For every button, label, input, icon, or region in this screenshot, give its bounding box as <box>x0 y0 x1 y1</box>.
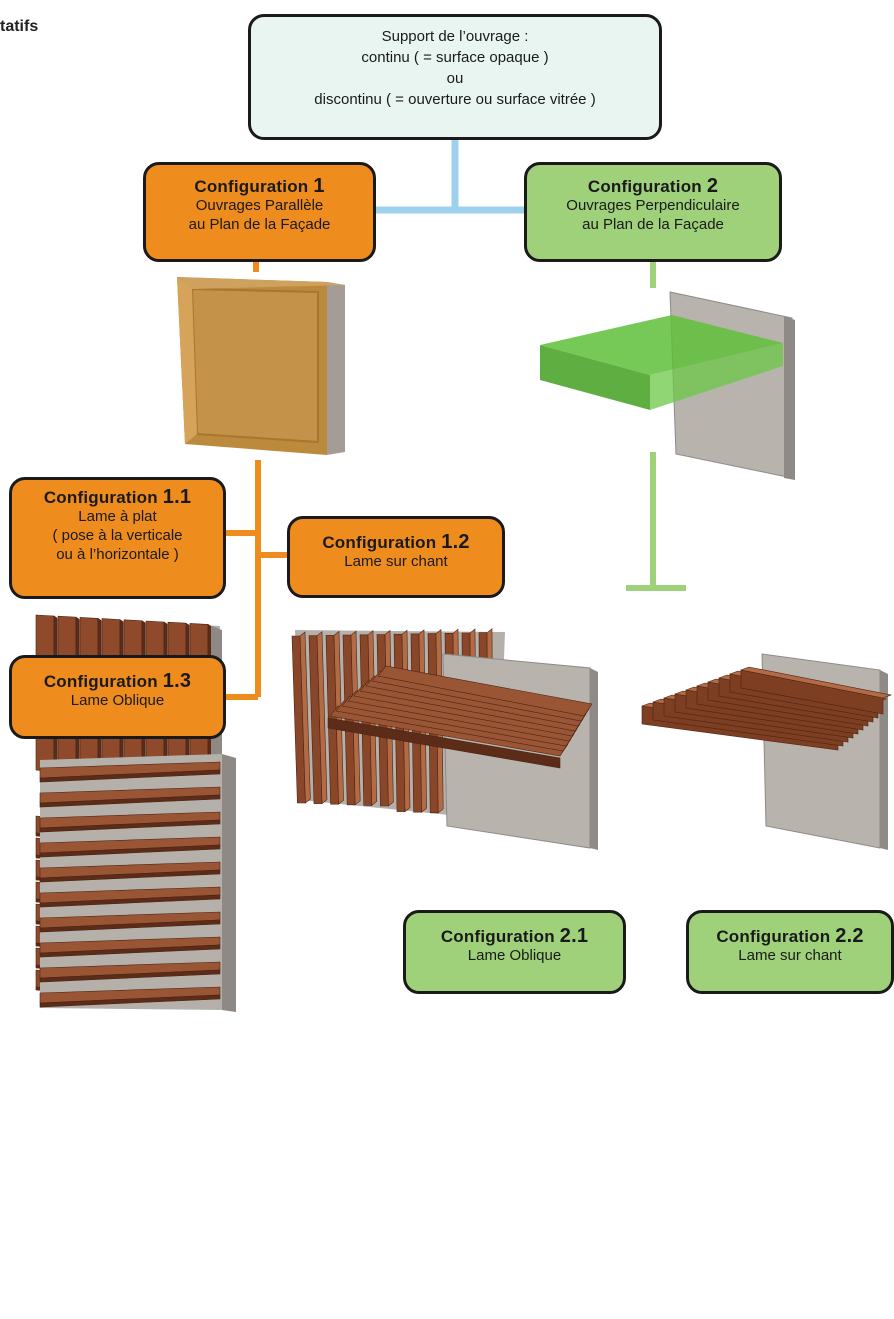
config-heading: Configuration 2 <box>587 175 719 197</box>
illustration-edge-canopy <box>641 653 893 850</box>
canopy-slat <box>377 665 593 717</box>
support-box: Support de l’ouvrage : continu ( = surfa… <box>248 14 662 140</box>
canopy-edge-slat-top <box>739 666 893 699</box>
config-1-3-box: Configuration 1.3 Lame Oblique <box>9 655 226 739</box>
config-desc: ( pose à la verticale <box>52 527 183 544</box>
config-2-2-box: Configuration 2.2 Lame sur chant <box>686 910 894 994</box>
support-line: discontinu ( = ouverture ou surface vitr… <box>314 91 596 108</box>
config-desc: Lame sur chant <box>738 947 842 964</box>
wood-slat-side <box>299 631 311 804</box>
config-heading: Configuration 1.2 <box>322 531 470 553</box>
config-desc: Ouvrages Parallèle <box>195 197 324 214</box>
louvre-slat-edge <box>39 994 221 1008</box>
support-line: ou <box>446 70 464 87</box>
wood-slat-side <box>316 631 328 805</box>
config-desc: Lame à plat <box>78 508 157 525</box>
louvre-slat-edge <box>39 769 221 783</box>
config-1-box: Configuration 1 Ouvrages Parallèle au Pl… <box>143 162 376 262</box>
support-line: Support de l’ouvrage : <box>381 28 529 45</box>
config-heading: Configuration 2.1 <box>440 925 589 947</box>
louvre-slat-edge <box>39 794 221 808</box>
louvre-slat-edge <box>39 919 221 933</box>
config-1-1-box: Configuration 1.1 Lame à plat ( pose à l… <box>9 477 226 599</box>
config-desc: Lame sur chant <box>344 553 448 570</box>
config-desc: Lame Oblique <box>70 692 165 709</box>
louvre-slat-edge <box>39 969 221 983</box>
config-heading: Configuration 2.2 <box>716 925 864 947</box>
canopy-edge <box>327 717 561 769</box>
config-2-box: Configuration 2 Ouvrages Perpendiculaire… <box>524 162 782 262</box>
config-desc: au Plan de la Façade <box>582 216 724 233</box>
louvre-slat-edge <box>39 819 221 833</box>
config-desc: ou à l’horizontale ) <box>56 546 179 563</box>
config-1-2-box: Configuration 1.2 Lame sur chant <box>287 516 505 598</box>
louvre-slat-edge <box>39 894 221 908</box>
illustration-perpendicular-slab <box>540 291 795 480</box>
illustration-oblique-canopy <box>327 653 598 850</box>
support-line: continu ( = surface opaque ) <box>361 49 549 66</box>
louvre-slat-edge <box>39 944 221 958</box>
config-desc: au Plan de la Façade <box>188 216 331 233</box>
config-heading: Configuration 1.1 <box>43 486 192 508</box>
illustration-oblique-louvres <box>39 754 236 1012</box>
config-2-1-box: Configuration 2.1 Lame Oblique <box>403 910 626 994</box>
page-title-fragment: tatifs <box>0 18 39 35</box>
config-desc: Ouvrages Perpendiculaire <box>566 197 740 214</box>
config-heading: Configuration 1 <box>194 175 325 197</box>
illustration-parallel-panel <box>177 277 345 455</box>
louvre-slat-edge <box>39 869 221 883</box>
config-desc: Lame Oblique <box>467 947 562 964</box>
louvre-slat-edge <box>39 844 221 858</box>
config-heading: Configuration 1.3 <box>43 670 192 692</box>
